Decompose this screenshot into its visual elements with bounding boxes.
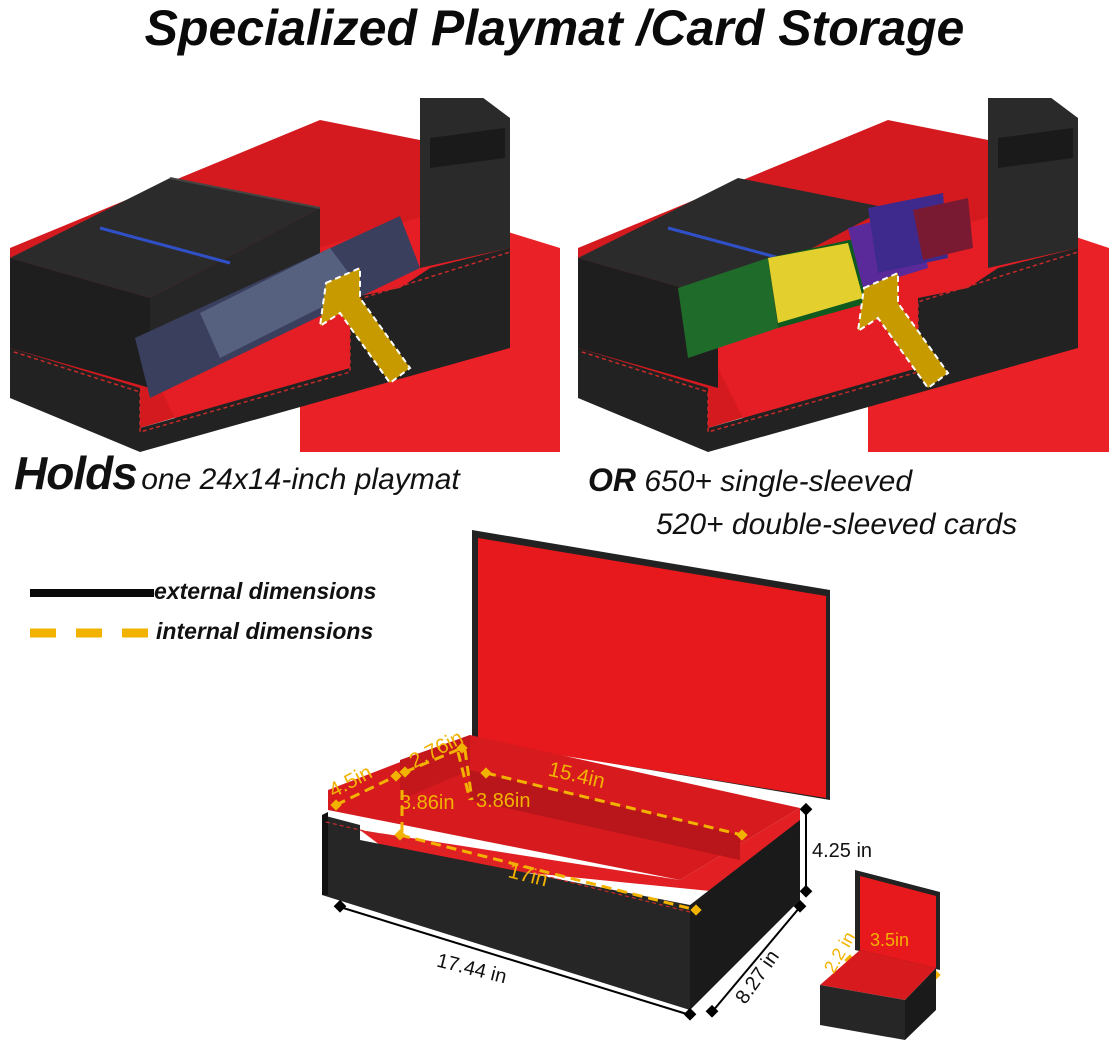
legend-external-label: external dimensions (154, 578, 377, 604)
solid-line-swatch (30, 588, 154, 597)
holds-heading: Holds (14, 447, 138, 499)
single-sleeved-text: 650+ single-sleeved (644, 465, 913, 498)
dim-3-86in-a: 3.86in (400, 792, 455, 814)
holds-line: Holds one 24x14-inch playmat (14, 446, 460, 500)
arrow-icon (318, 266, 412, 385)
legend-internal-label: internal dimensions (156, 618, 374, 644)
double-sleeved-text: 520+ double-sleeved cards (656, 508, 1018, 541)
dim-4-25in: 4.25 in (812, 840, 873, 862)
arrow-icon (856, 271, 950, 390)
or-word: OR (588, 462, 636, 498)
dim-3-86in-b: 3.86in (476, 790, 531, 812)
or-line: OR 650+ single-sleeved (588, 462, 912, 499)
photo-playmat-box (0, 98, 560, 452)
legend-internal: internal dimensions (30, 618, 373, 645)
dim-3-5in: 3.5in (870, 930, 910, 950)
legend-external: external dimensions (30, 578, 376, 605)
holds-playmat-text: one 24x14-inch playmat (141, 463, 460, 496)
dashed-line-swatch (30, 628, 156, 638)
page-title: Specialized Playmat /Card Storage (144, 0, 965, 56)
photo-cards-box (568, 98, 1109, 452)
